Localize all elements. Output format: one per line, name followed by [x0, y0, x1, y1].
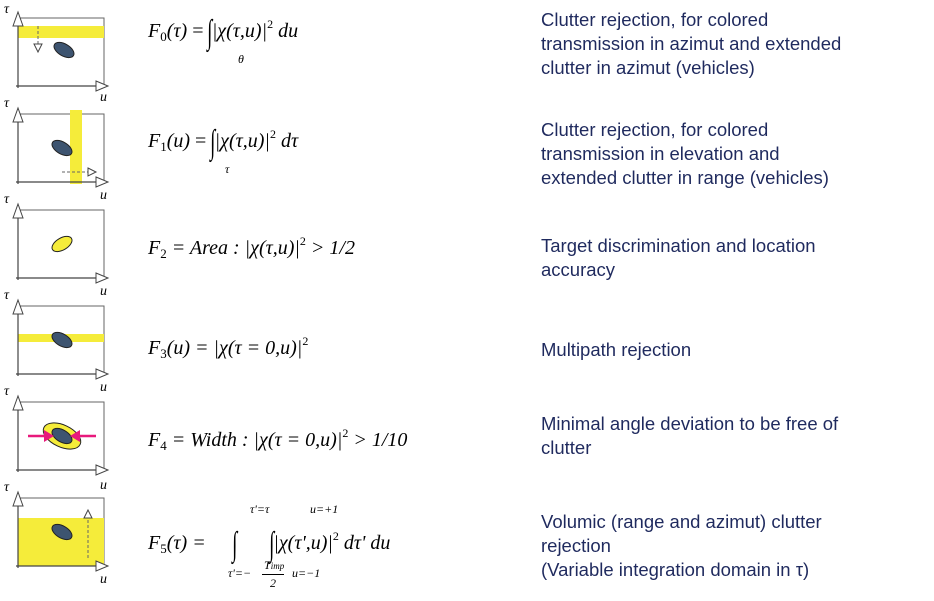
formula-f0: F0(τ) = ∫|χ(τ,u)|2 du [148, 14, 299, 51]
u-axis-label: u [100, 284, 107, 299]
formula-f5: F5(τ) = ∫∫|χ(τ',u)|2 dτ' du [148, 526, 391, 563]
f5-frac-den: 2 [270, 576, 276, 590]
tau-axis-label: τ [4, 480, 10, 495]
tau-axis-label: τ [4, 2, 10, 17]
f5-frac-num: Timp [264, 558, 285, 572]
u-axis-label: u [100, 380, 107, 395]
description-3: Multipath rejection [541, 339, 692, 360]
formula-f3: F3(u) = |χ(τ = 0,u)|2 [148, 334, 309, 361]
formula-f4: F4 = Width : |χ(τ = 0,u)|2 > 1/10 [148, 426, 408, 453]
u-axis-label: u [100, 188, 107, 203]
f5-inner-upper-limit: u=+1 [310, 502, 339, 516]
ambiguity-diagram-4 [12, 394, 110, 476]
formula-f2: F2 = Area : |χ(τ,u)|2 > 1/2 [148, 234, 355, 261]
f0-lower-limit: θ [238, 52, 244, 66]
tau-axis-label: τ [4, 384, 10, 399]
f5-outer-upper-limit: τ'=τ [250, 502, 270, 516]
tau-axis-label: τ [4, 192, 10, 207]
ambiguity-diagram-0 [12, 10, 110, 92]
f1-lower-limit: τ [225, 162, 230, 176]
ambiguity-diagram-3 [12, 298, 110, 380]
ambiguity-diagram-1 [12, 106, 110, 188]
ambiguity-diagram-5 [12, 490, 110, 572]
f5-inner-lower-limit: u=−1 [292, 566, 321, 580]
u-axis-label: u [100, 572, 107, 587]
tau-axis-label: τ [4, 288, 10, 303]
u-axis-label: u [100, 90, 107, 105]
f5-frac-bar [262, 574, 284, 575]
tau-axis-label: τ [4, 96, 10, 111]
f5-outer-lower-limit: τ'=− [228, 566, 252, 580]
ambiguity-diagram-2 [12, 202, 110, 284]
formula-f1: F1(u) = ∫|χ(τ,u)|2 dτ [148, 124, 299, 161]
u-axis-label: u [100, 478, 107, 493]
